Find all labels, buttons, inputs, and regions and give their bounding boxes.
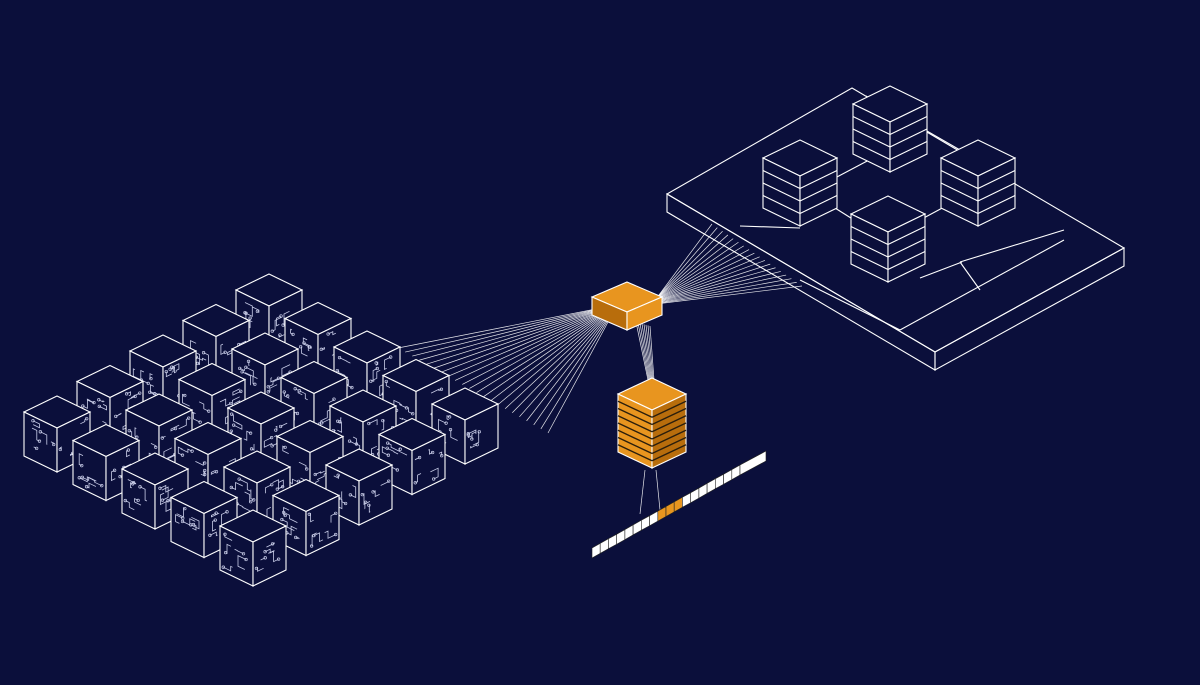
server-stack-icon xyxy=(939,139,1017,227)
circuit-cube-icon xyxy=(324,448,394,526)
server-platform-icon xyxy=(665,85,1126,371)
circuit-cube-icon xyxy=(430,387,500,465)
circuit-cube-icon xyxy=(218,509,288,587)
circuit-cube-cluster xyxy=(22,273,500,587)
orange-hub-cube-icon xyxy=(590,281,664,331)
server-stack-icon xyxy=(849,195,927,283)
server-stack-icon xyxy=(761,139,839,227)
circuit-cube-icon xyxy=(169,480,239,559)
connection-fans xyxy=(397,223,803,515)
server-stack-icon xyxy=(851,85,929,173)
memory-cell-strip-icon xyxy=(591,450,767,559)
circuit-cube-icon xyxy=(22,395,92,473)
circuit-cube-icon xyxy=(271,478,341,557)
orange-server-stack-icon xyxy=(616,377,688,469)
